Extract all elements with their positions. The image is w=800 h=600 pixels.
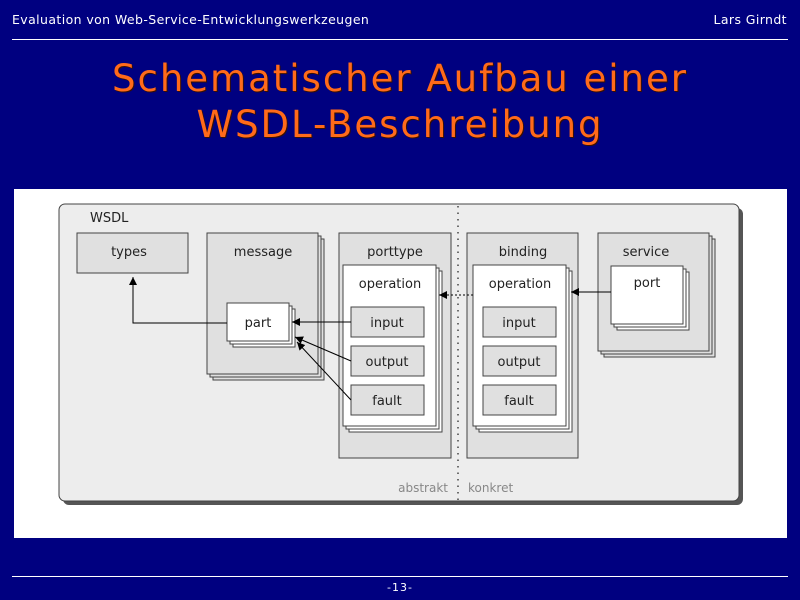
concrete-label: konkret xyxy=(468,481,513,495)
porttype-label: porttype xyxy=(367,245,423,260)
wsdl-diagram: WSDL types message part porttype xyxy=(58,203,743,505)
abstract-label: abstrakt xyxy=(398,481,448,495)
binding-fault-box xyxy=(482,384,557,416)
message-label: message xyxy=(234,245,292,260)
header-presentation-title: Evaluation von Web-Service-Entwicklungsw… xyxy=(12,12,370,27)
arrow-fault-to-part xyxy=(296,341,352,401)
service-label: service xyxy=(623,245,670,260)
arrow-part-to-types xyxy=(129,277,227,324)
wsdl-label: WSDL xyxy=(90,211,129,226)
binding-label: binding xyxy=(499,245,547,260)
binding-input-box xyxy=(482,306,557,338)
slide-title-line1: Schematischer Aufbau einer xyxy=(112,57,688,100)
header-author: Lars Girndt xyxy=(713,12,787,27)
port-box xyxy=(610,265,690,331)
binding-output-label: output xyxy=(498,355,541,370)
binding-input-label: input xyxy=(502,316,535,331)
diagram-panel: WSDL types message part porttype xyxy=(14,189,787,538)
porttype-fault-label: fault xyxy=(372,394,402,409)
porttype-input-label: input xyxy=(370,316,403,331)
porttype-output-label: output xyxy=(366,355,409,370)
slide-title: Schematischer Aufbau einer WSDL-Beschrei… xyxy=(0,56,800,148)
footer-divider xyxy=(12,576,788,577)
arrow-output-to-part xyxy=(294,336,352,362)
part-box xyxy=(226,302,296,348)
types-label: types xyxy=(111,245,147,260)
binding-fault-label: fault xyxy=(504,394,534,409)
porttype-operation-label: operation xyxy=(359,277,421,292)
porttype-input-box xyxy=(350,306,425,338)
part-label: part xyxy=(245,316,272,331)
binding-operation-label: operation xyxy=(489,277,551,292)
header-divider xyxy=(12,39,788,40)
page-number: -13- xyxy=(387,581,413,594)
port-label: port xyxy=(634,276,661,291)
slide-title-line2: WSDL-Beschreibung xyxy=(196,103,604,146)
types-box xyxy=(76,232,189,274)
binding-output-box xyxy=(482,345,557,377)
porttype-output-box xyxy=(350,345,425,377)
